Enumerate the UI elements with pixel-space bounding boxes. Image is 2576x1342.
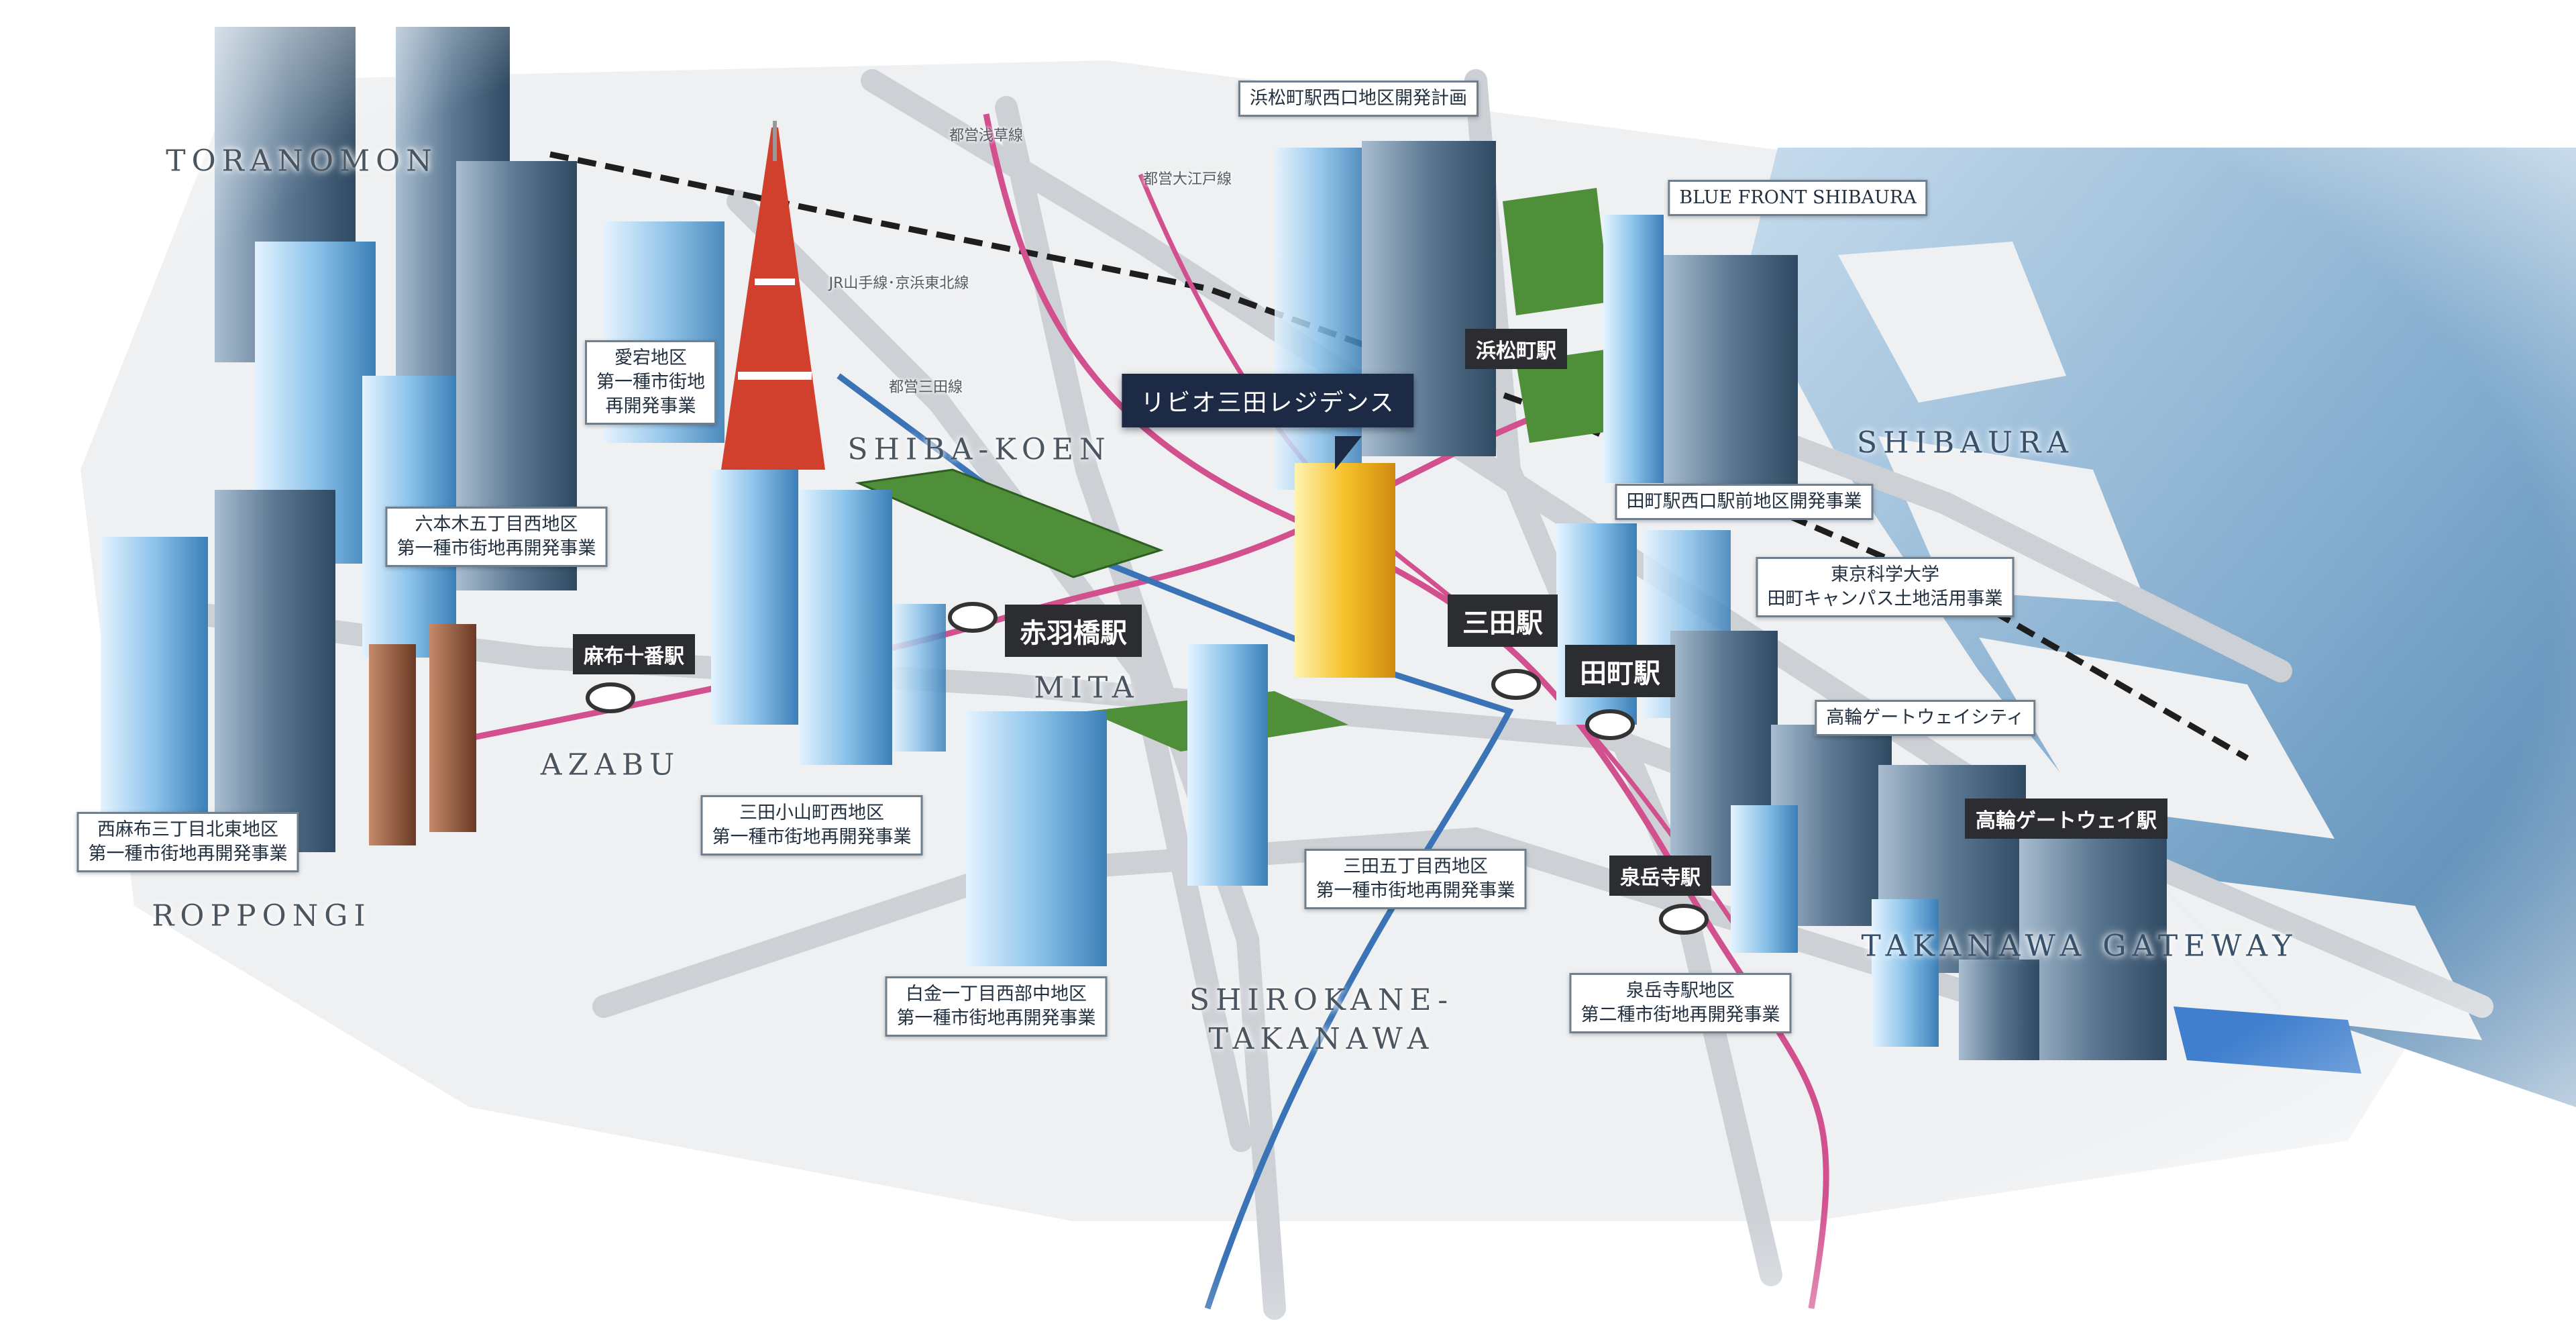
station-azabu-juban: 麻布十番駅 [573, 634, 695, 674]
project-mita5: 三田五丁目西地区 第一種市街地再開発事業 [1304, 849, 1527, 909]
station-akabanebashi: 赤羽橋駅 [1005, 605, 1142, 657]
area-shiba-koen: SHIBA-KOEN [847, 432, 1112, 467]
project-nishiazabu: 西麻布三丁目北東地区 第一種市街地再開発事業 [76, 812, 299, 872]
area-mita: MITA [1034, 670, 1140, 705]
line-label-jr: JR山手線･京浜東北線 [828, 275, 969, 292]
line-label-toei-asakusa: 都営浅草線 [949, 127, 1024, 144]
project-takanawa-gateway-city: 高輪ゲートウェイシティ [1815, 700, 2036, 736]
project-shirokane1: 白金一丁目西部中地区 第一種市街地再開発事業 [885, 976, 1108, 1037]
station-takanawa-gateway: 高輪ゲートウェイ駅 [1965, 798, 2167, 839]
project-tokyo-science: 東京科学大学 田町キャンパス土地活用事業 [1756, 557, 2015, 617]
project-hamamatsucho-west: 浜松町駅西口地区開発計画 [1238, 81, 1479, 117]
residence-label[interactable]: リビオ三田レジデンス [1122, 374, 1414, 427]
project-atago: 愛宕地区 第一種市街地 再開発事業 [585, 340, 716, 425]
station-tamachi: 田町駅 [1565, 645, 1675, 697]
project-blue-front-shibaura: BLUE FRONT SHIBAURA [1668, 180, 1928, 216]
station-mita: 三田駅 [1448, 595, 1558, 647]
station-sengakuji: 泉岳寺駅 [1609, 856, 1711, 896]
area-shibaura: SHIBAURA [1857, 425, 2074, 460]
station-markers [586, 602, 1709, 935]
project-mita-koyama: 三田小山町西地区 第一種市街地再開発事業 [700, 795, 923, 856]
area-roppongi: ROPPONGI [152, 898, 372, 933]
area-toranomon: TORANOMON [166, 144, 438, 178]
area-azabu: AZABU [540, 747, 681, 782]
line-label-toei-oedo: 都営大江戸線 [1142, 171, 1232, 188]
station-hamamatsucho: 浜松町駅 [1465, 329, 1567, 369]
project-tamachi-west: 田町駅西口駅前地区開発事業 [1615, 484, 1874, 520]
project-roppongi5: 六本木五丁目西地区 第一種市街地再開発事業 [385, 507, 608, 567]
line-label-toei-mita: 都営三田線 [888, 379, 963, 396]
area-takanawa-gateway: TAKANAWA GATEWAY [1861, 929, 2298, 964]
project-sengakuji-area: 泉岳寺駅地区 第二種市街地再開発事業 [1569, 973, 1792, 1033]
area-shirokane-takanawa: SHIROKANE- TAKANAWA [1189, 983, 1454, 1056]
